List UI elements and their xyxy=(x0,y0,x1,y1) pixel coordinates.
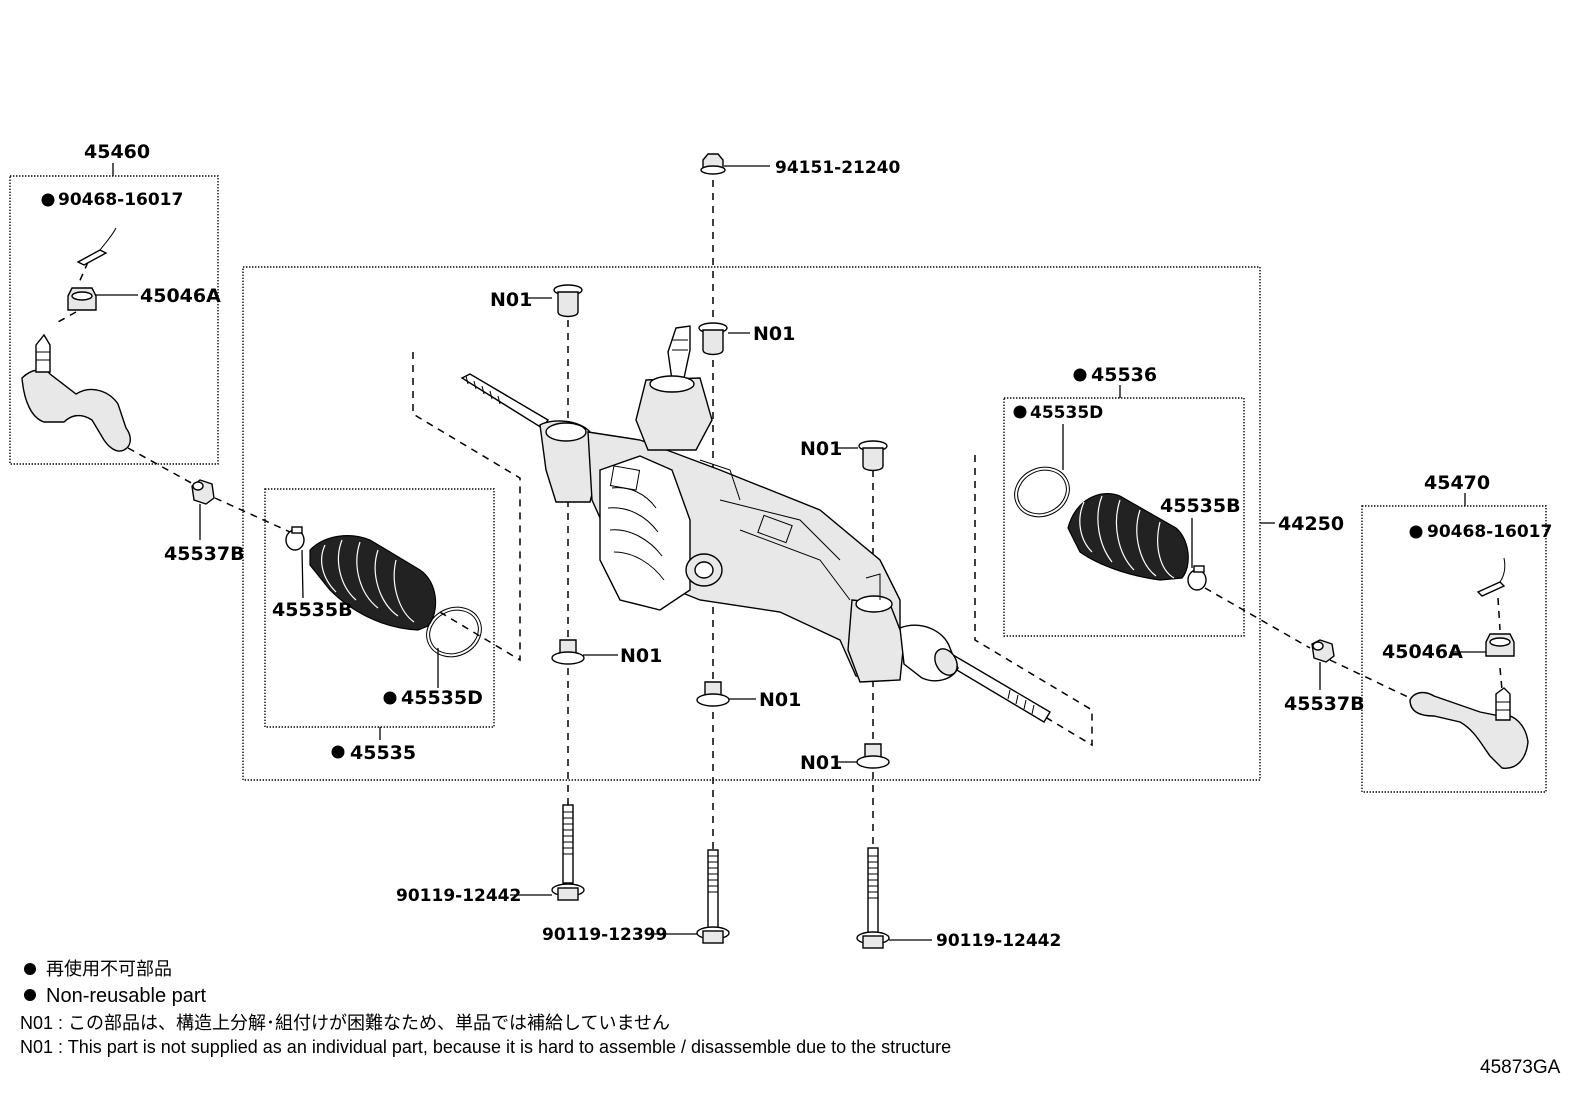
cotter-pin-right xyxy=(1476,557,1506,597)
boot-clamp-small-left xyxy=(285,526,305,551)
label-45460: 45460 xyxy=(84,141,150,163)
box-45536 xyxy=(1003,397,1245,637)
box-45535 xyxy=(264,488,495,728)
non-reusable-dot xyxy=(1073,368,1087,382)
tie-rod-cap-right xyxy=(1311,639,1335,663)
non-reusable-dot xyxy=(41,193,55,207)
bolt-94151-21240 xyxy=(700,153,726,175)
label-90468-16017-right: 90468-16017 xyxy=(1427,522,1552,542)
label-94151-21240: 94151-21240 xyxy=(775,158,901,178)
bushing-n01-top-right xyxy=(858,440,888,472)
steering-gear-assembly xyxy=(460,325,1051,723)
label-45536: 45536 xyxy=(1091,364,1157,386)
legend-nonreusable-en: Non-reusable part xyxy=(46,985,207,1007)
non-reusable-dot xyxy=(383,691,397,705)
label-44250: 44250 xyxy=(1278,513,1344,535)
tie-rod-end-right xyxy=(1409,687,1529,769)
label-45470: 45470 xyxy=(1424,472,1490,494)
label-45535B-right: 45535B xyxy=(1160,495,1241,517)
tie-rod-end-left xyxy=(21,333,131,452)
label-n01-bottom-right: N01 xyxy=(800,752,842,774)
boot-clamp-small-right xyxy=(1187,565,1207,591)
label-90468-16017-left: 90468-16017 xyxy=(58,190,183,210)
note-n01-jp: N01 : この部品は、構造上分解･組付けが困難なため、単品では補給していません xyxy=(20,1013,670,1033)
non-reusable-dot xyxy=(331,745,345,759)
boot-right xyxy=(1067,492,1189,581)
box-45470 xyxy=(1361,505,1547,793)
boot-clamp-large-right xyxy=(1014,466,1070,518)
legend-dot-jp xyxy=(24,963,36,975)
label-45046A-right: 45046A xyxy=(1382,641,1463,663)
bolt-90119-12399-center xyxy=(696,849,730,944)
castle-nut-right xyxy=(1485,633,1515,657)
label-45535D-right: 45535D xyxy=(1030,403,1103,423)
tie-rod-cap-left xyxy=(191,479,215,505)
bolt-90119-12442-right xyxy=(856,847,890,949)
label-90119-12399: 90119-12399 xyxy=(542,925,667,945)
non-reusable-dot xyxy=(1013,405,1027,419)
label-n01-top-left: N01 xyxy=(490,289,532,311)
note-n01-en: N01 : This part is not supplied as an in… xyxy=(20,1037,951,1057)
label-n01-top-center: N01 xyxy=(753,323,795,345)
boot-left xyxy=(309,535,437,631)
label-n01-top-right: N01 xyxy=(800,438,842,460)
label-90119-12442-right: 90119-12442 xyxy=(936,931,1061,951)
label-n01-bottom-center: N01 xyxy=(759,689,801,711)
boot-clamp-large-left xyxy=(426,606,482,658)
bushing-n01-top-left xyxy=(553,284,583,318)
castle-nut-left xyxy=(67,287,97,311)
bushing-n01-bottom-right xyxy=(856,743,890,769)
figure-code: 45873GA xyxy=(1480,1057,1561,1078)
label-45535B-left: 45535B xyxy=(272,599,353,621)
non-reusable-dot xyxy=(1409,525,1423,539)
label-45535D-left: 45535D xyxy=(401,687,483,709)
label-n01-bottom-left: N01 xyxy=(620,645,662,667)
label-45537B-right: 45537B xyxy=(1284,693,1365,715)
bushing-n01-bottom-left xyxy=(551,639,585,665)
bushing-n01-bottom-center xyxy=(696,681,730,707)
label-45537B-left: 45537B xyxy=(164,543,245,565)
cotter-pin-left xyxy=(76,227,117,266)
legend-nonreusable-jp: 再使用不可部品 xyxy=(46,959,172,979)
legend-dot-en xyxy=(24,989,36,1001)
box-45460 xyxy=(9,175,219,465)
bushing-n01-top-center xyxy=(698,322,728,356)
bolt-90119-12442-left xyxy=(551,804,585,901)
label-45046A-left: 45046A xyxy=(140,285,221,307)
label-45535: 45535 xyxy=(350,742,416,764)
label-90119-12442-left: 90119-12442 xyxy=(396,886,521,906)
